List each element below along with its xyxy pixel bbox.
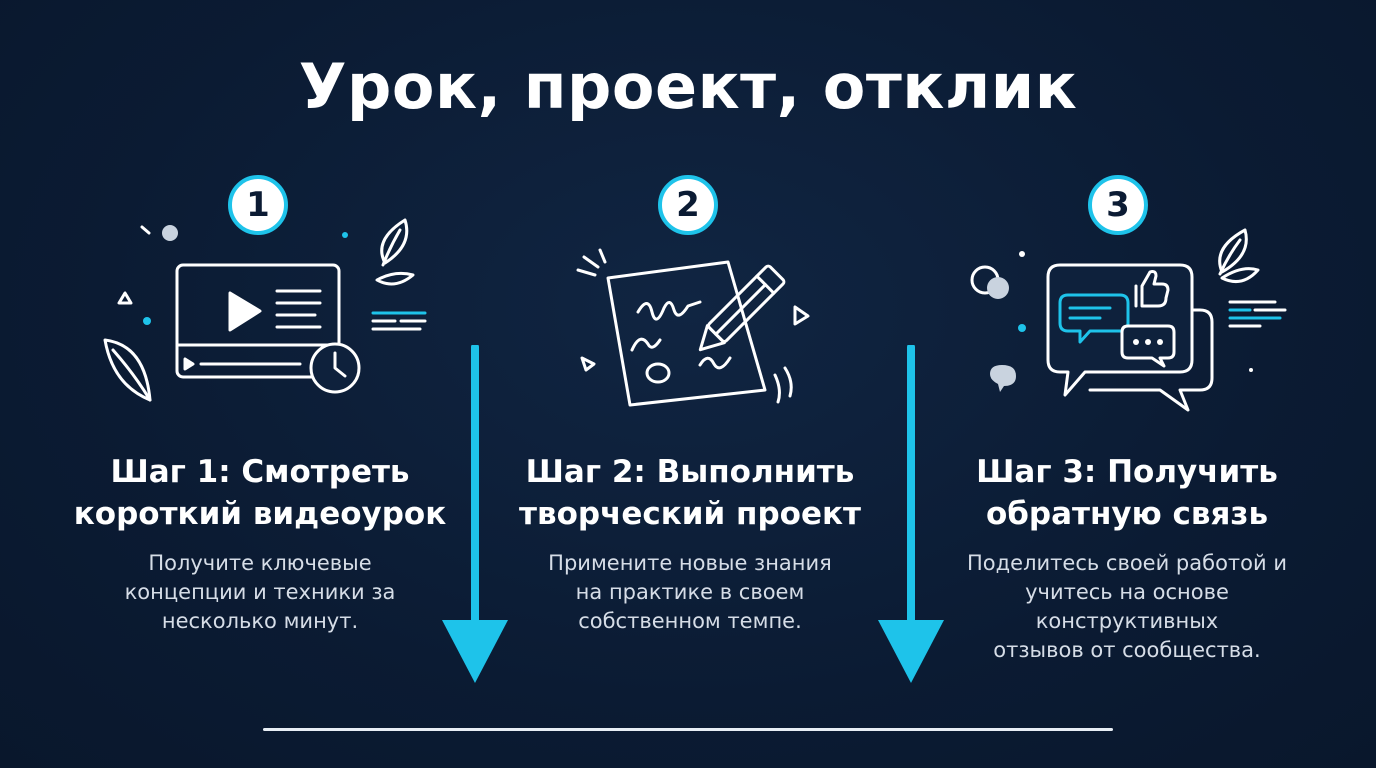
step-3-badge: 3: [1088, 175, 1148, 235]
step-2-title-line-1: Шаг 2: Выполнить: [525, 454, 855, 490]
step-3-desc-line-2: учитесь на основе: [1025, 580, 1229, 604]
step-1-description: Получите ключевые концепции и техники за…: [70, 549, 450, 636]
step-3-desc-line-3: конструктивных: [1035, 609, 1219, 633]
step-3-description: Поделитесь своей работой и учитесь на ос…: [937, 549, 1317, 665]
down-arrow-2: [878, 345, 944, 683]
step-2-description: Примените новые знания на практике в сво…: [500, 549, 880, 636]
step-1-title-line-2: короткий видеоурок: [73, 496, 447, 532]
bottom-divider: [263, 728, 1113, 731]
step-3-title: Шаг 3: Получить обратную связь: [917, 451, 1337, 535]
page-title: Урок, проект, отклик: [298, 50, 1078, 123]
step-3-desc-line-1: Поделитесь своей работой и: [967, 551, 1287, 575]
video-lesson-icon: [103, 218, 427, 402]
step-2-badge: 2: [658, 175, 718, 235]
down-arrow-1: [442, 345, 508, 683]
step-2-title-line-2: творческий проект: [519, 496, 861, 532]
step-1-desc-line-3: несколько минут.: [161, 609, 359, 633]
step-2-desc-line-2: на практике в своем: [575, 580, 805, 604]
step-2-desc-line-3: собственном темпе.: [578, 609, 802, 633]
step-3-desc-line-4: отзывов от сообщества.: [993, 638, 1261, 662]
step-2-desc-line-1: Примените новые знания: [548, 551, 832, 575]
step-1-title-line-1: Шаг 1: Смотреть: [110, 454, 410, 490]
feedback-chat-icon: [970, 228, 1287, 412]
step-1-desc-line-2: концепции и техники за: [124, 580, 396, 604]
step-2-title: Шаг 2: Выполнить творческий проект: [480, 451, 900, 535]
step-1-desc-line-1: Получите ключевые: [148, 551, 372, 575]
step-1-title: Шаг 1: Смотреть короткий видеоурок: [50, 451, 470, 535]
step-3-title-line-1: Шаг 3: Получить: [976, 454, 1278, 490]
step-1-badge: 1: [228, 175, 288, 235]
pencil-paper-icon: [576, 248, 810, 407]
step-3-title-line-2: обратную связь: [985, 496, 1269, 532]
